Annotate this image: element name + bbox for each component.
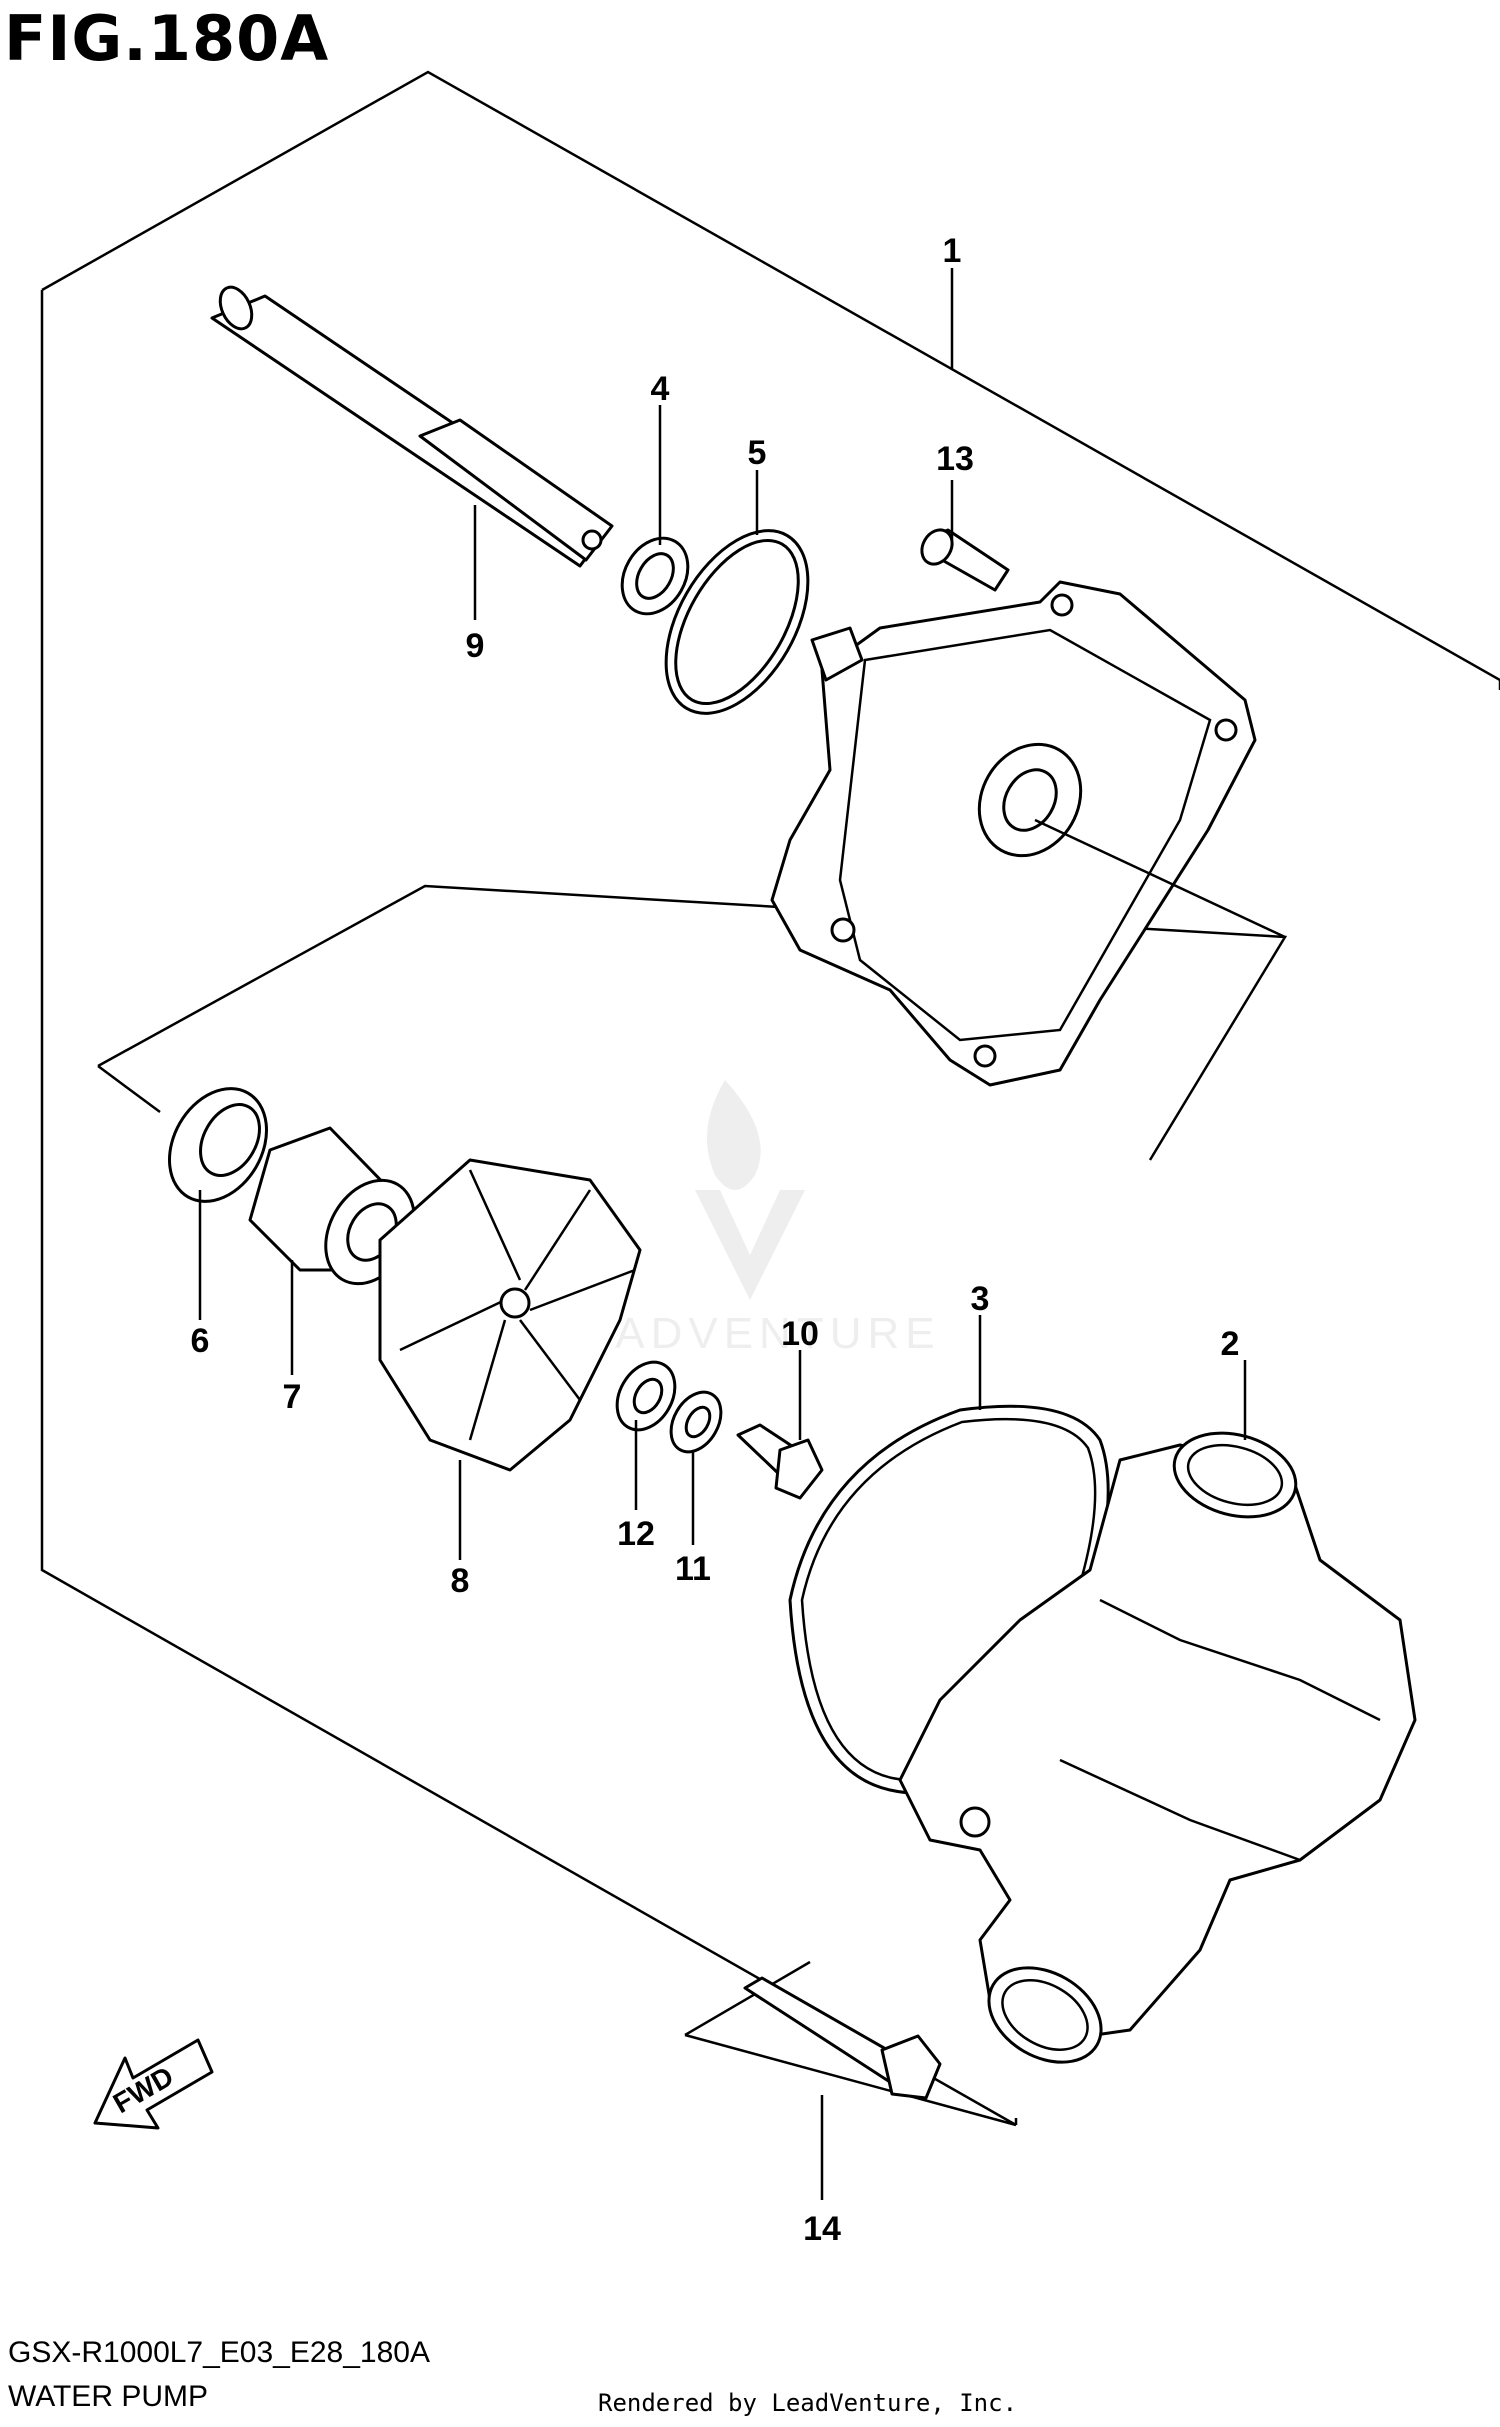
callout-13: 13: [936, 440, 974, 478]
callout-7: 7: [283, 1378, 302, 1416]
shaft-part-9: [210, 285, 614, 568]
washer-part-4: [620, 536, 690, 616]
figure-name: WATER PUMP: [8, 2380, 208, 2413]
callout-14: 14: [803, 2210, 841, 2248]
callout-6: 6: [191, 1322, 210, 1360]
bolt-part-13: [920, 528, 1010, 592]
fwd-arrow-icon: FWD: [93, 2038, 214, 2130]
assembly-bracket-outline: [40, 70, 1500, 2127]
figure-title: FIG.180A: [4, 2, 330, 75]
pump-housing-part-2: [898, 1431, 1417, 2064]
o-ring-part-5: [664, 529, 810, 715]
lower-bracket: [684, 1960, 1018, 2127]
callout-labels: 1 2 3 4 5 6 7 8 9 10 11 12 13 14: [191, 232, 1240, 2248]
bolt-part-14: [743, 1976, 942, 2100]
pump-body-part-1: [770, 580, 1257, 1087]
callout-1: 1: [943, 232, 962, 270]
callout-2: 2: [1221, 1325, 1240, 1363]
callout-9: 9: [466, 627, 485, 665]
mechanical-seal-part-7: [248, 1126, 416, 1286]
callout-8: 8: [451, 1562, 470, 1600]
callout-5: 5: [748, 434, 767, 472]
bolt-part-10: [736, 1423, 824, 1500]
callout-3: 3: [971, 1280, 990, 1318]
callout-12: 12: [617, 1515, 655, 1553]
leader-lines: [198, 268, 1286, 2200]
callout-10: 10: [781, 1315, 819, 1353]
washer-part-11: [669, 1390, 723, 1454]
seal-part-6: [168, 1087, 268, 1203]
callout-4: 4: [651, 370, 670, 408]
render-credit: Rendered by LeadVenture, Inc.: [598, 2389, 1018, 2417]
washer-part-12: [615, 1360, 677, 1432]
model-code: GSX-R1000L7_E03_E28_180A: [8, 2336, 430, 2369]
callout-11: 11: [675, 1550, 711, 1588]
impeller-part-8: [378, 1158, 642, 1472]
